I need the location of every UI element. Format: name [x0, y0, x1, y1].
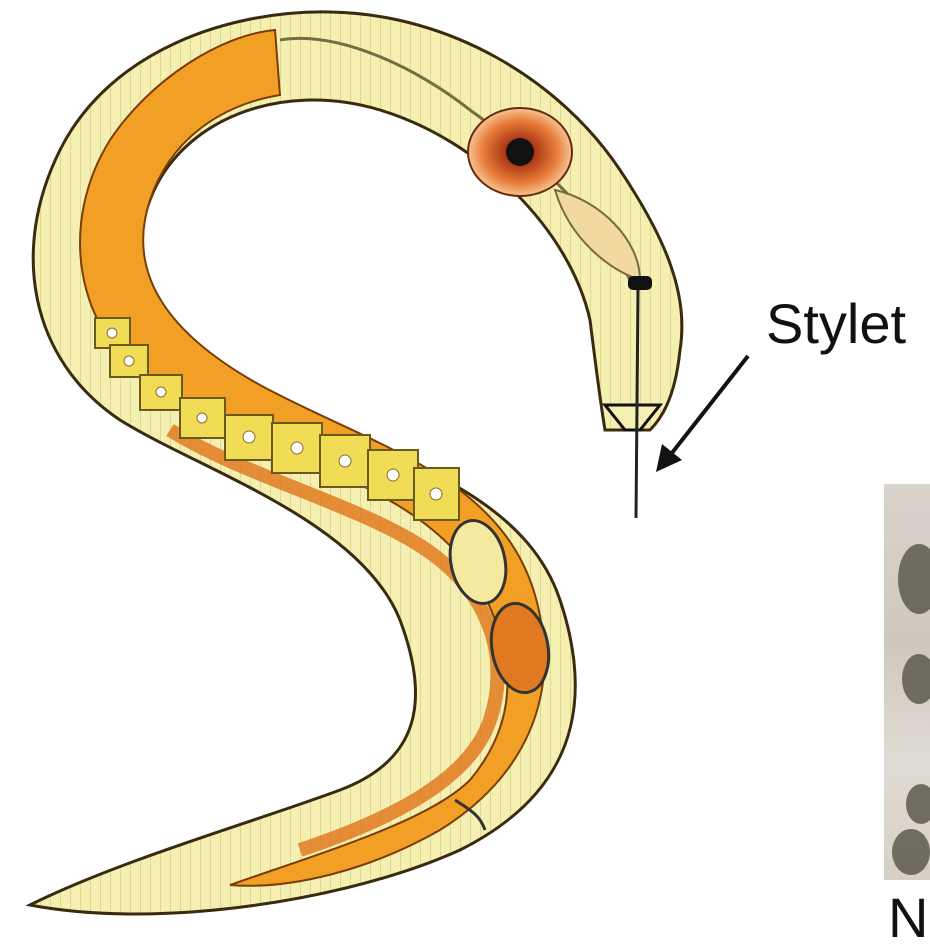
stylet-label: Stylet: [766, 296, 906, 352]
micrograph-photo: [884, 484, 930, 880]
partial-caption: N: [888, 890, 928, 946]
stylet-knobs: [628, 276, 652, 290]
stylet-line: [636, 290, 638, 518]
